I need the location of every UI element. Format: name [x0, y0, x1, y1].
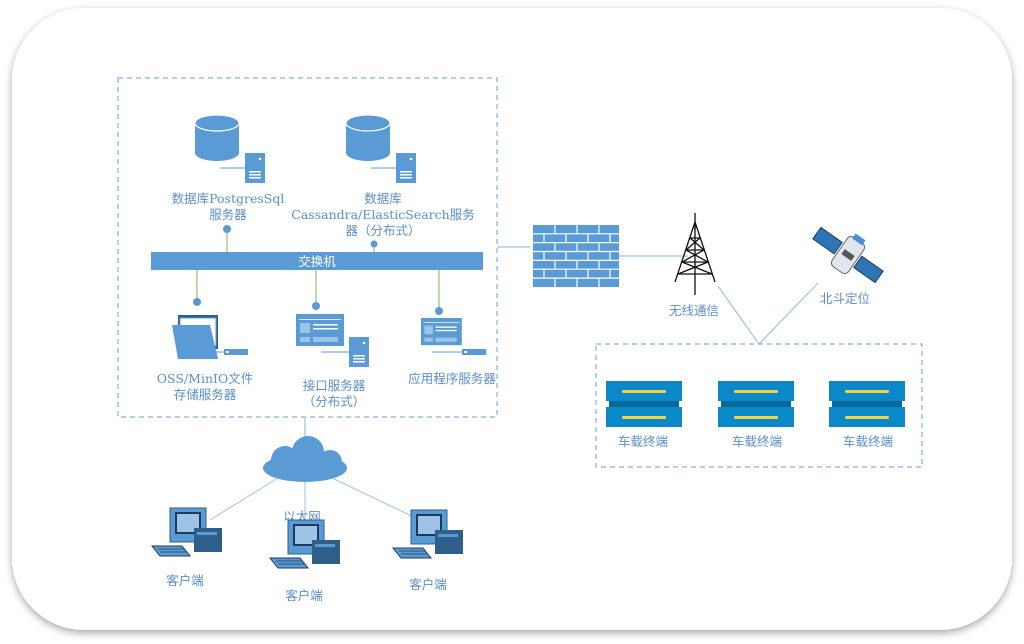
oss-label-2: 存储服务器 — [174, 387, 237, 402]
vehicle-terminal-icon — [829, 381, 905, 427]
cloud-icon — [263, 436, 347, 482]
radio-tower-icon — [674, 213, 716, 295]
vehicle-terminal-icon — [606, 381, 682, 427]
database-icon — [345, 114, 416, 183]
switch-bar — [151, 252, 483, 270]
postgres-label-2: 服务器 — [209, 207, 247, 222]
server-zone-boundary — [117, 77, 498, 418]
api-label-1: 接口服务器 — [303, 378, 366, 393]
client-label: 客户端 — [285, 588, 323, 603]
vehicle-terminal-label: 车载终端 — [618, 434, 668, 449]
canvas-frame — [12, 8, 1012, 630]
wireless-label: 无线通信 — [669, 303, 719, 318]
api-label-2: （分布式） — [303, 394, 366, 409]
client-label: 客户端 — [166, 573, 204, 588]
satellite-icon — [812, 226, 884, 284]
app-server-label: 应用程序服务器 — [408, 371, 496, 386]
vehicle-terminal-label: 车载终端 — [732, 434, 782, 449]
ethernet-links — [209, 477, 421, 525]
postgres-label-1: 数据库PostgresSql — [172, 191, 285, 206]
cassandra-label-3: 器（分布式） — [345, 223, 420, 238]
client-label: 客户端 — [409, 577, 447, 592]
firewall-icon — [533, 225, 619, 287]
beidou-label: 北斗定位 — [820, 291, 870, 306]
wireless-links — [717, 282, 819, 345]
switch-label: 交换机 — [298, 254, 336, 269]
database-icon — [194, 114, 265, 183]
folder-icon — [172, 315, 249, 359]
vehicle-zone-boundary — [595, 343, 923, 468]
oss-label-1: OSS/MinIO文件 — [157, 371, 253, 386]
api-server-icon — [296, 314, 369, 367]
cassandra-label-2: Cassandra/ElasticSearch服务 — [291, 207, 474, 222]
vehicle-terminal-label: 车载终端 — [843, 434, 893, 449]
link-nodes — [193, 225, 443, 315]
vehicle-terminal-icon — [718, 381, 794, 427]
cassandra-label-1: 数据库 — [364, 191, 402, 206]
